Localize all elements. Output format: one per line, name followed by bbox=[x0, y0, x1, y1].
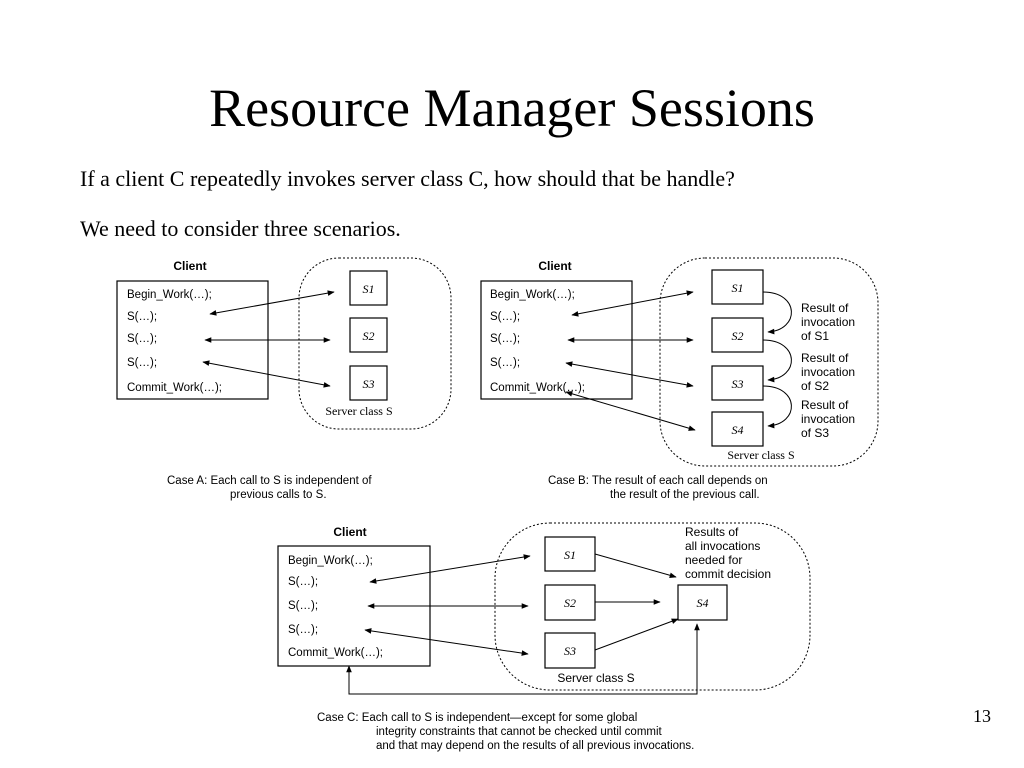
case-b-server-s2 bbox=[711, 317, 764, 353]
case-c-server-s2-label: S2 bbox=[564, 596, 576, 610]
case-c-results-note: Results of bbox=[685, 525, 739, 539]
case-c-server-s1-label: S1 bbox=[564, 548, 576, 562]
case-b-result-arrow bbox=[762, 385, 792, 429]
case-a-caption-line: previous calls to S. bbox=[230, 489, 327, 501]
case-b-result-label: Result of bbox=[801, 398, 849, 412]
case-c-server-s3-label: S3 bbox=[564, 644, 576, 658]
case-b-result-label: of S1 bbox=[801, 329, 829, 343]
case-c-client-line: Begin_Work(…); bbox=[288, 555, 373, 567]
case-c-call-arrow bbox=[364, 628, 529, 656]
case-a-server-s2 bbox=[349, 317, 388, 353]
case-a-server-s1 bbox=[349, 270, 388, 306]
case-c-client-line: Commit_Work(…); bbox=[288, 647, 383, 659]
case-a-client-line: Begin_Work(…); bbox=[127, 289, 212, 301]
case-b-server-s1 bbox=[711, 269, 764, 305]
case-b-result-label: invocation bbox=[801, 315, 855, 329]
case-a-server-s2-label: S2 bbox=[363, 329, 375, 343]
case-a-client-line: S(…); bbox=[127, 357, 157, 369]
case-b-call-arrow bbox=[571, 290, 694, 317]
case-c-results-note: all invocations bbox=[685, 539, 760, 553]
case-b-server-s3 bbox=[711, 365, 764, 401]
case-b-server-s1-label: S1 bbox=[732, 281, 744, 295]
case-a-server-s3 bbox=[349, 365, 388, 401]
case-c-server-class-boundary bbox=[494, 522, 811, 691]
case-b-result-label: invocation bbox=[801, 365, 855, 379]
case-b-result-arrow bbox=[762, 291, 792, 335]
case-c-diagram: Client Begin_Work(…); S(…); S(…); S(…); … bbox=[277, 522, 811, 752]
case-c-server-s4-label: S4 bbox=[697, 596, 709, 610]
case-b-server-class-label: Server class S bbox=[727, 448, 794, 462]
case-a-diagram: Client Begin_Work(…); S(…); S(…); S(…); … bbox=[116, 257, 452, 501]
case-a-call-arrow bbox=[202, 360, 331, 388]
case-b-diagram: Client Begin_Work(…); S(…); S(…); S(…); … bbox=[480, 257, 879, 501]
case-a-server-class-boundary bbox=[298, 257, 452, 430]
case-a-client-label: Client bbox=[173, 259, 206, 273]
case-c-server-class-label: Server class S bbox=[557, 671, 634, 685]
case-a-server-s3-label: S3 bbox=[363, 377, 375, 391]
case-a-client-line: S(…); bbox=[127, 333, 157, 345]
case-c-caption-line: integrity constraints that cannot be che… bbox=[376, 726, 663, 738]
case-c-client-line: S(…); bbox=[288, 624, 318, 636]
case-a-client-line: Commit_Work(…); bbox=[127, 382, 222, 394]
case-b-call-arrow bbox=[565, 391, 696, 431]
case-c-caption-line: and that may depend on the results of al… bbox=[376, 740, 694, 752]
case-c-results-note: commit decision bbox=[685, 567, 771, 581]
case-c-commit-arrow bbox=[346, 623, 700, 695]
case-b-server-s3-label: S3 bbox=[732, 377, 744, 391]
case-b-caption-line: the result of the previous call. bbox=[610, 489, 760, 501]
case-c-result-arrow bbox=[594, 618, 679, 651]
case-b-result-label: invocation bbox=[801, 412, 855, 426]
case-a-call-arrow bbox=[209, 290, 335, 316]
case-b-client-line: S(…); bbox=[490, 311, 520, 323]
case-a-client-line: S(…); bbox=[127, 311, 157, 323]
case-c-call-arrow bbox=[369, 554, 531, 584]
case-b-client-line: Begin_Work(…); bbox=[490, 289, 575, 301]
case-b-server-s2-label: S2 bbox=[732, 329, 744, 343]
case-b-caption-line: Case B: The result of each call depends … bbox=[548, 475, 768, 487]
page-number: 13 bbox=[973, 706, 991, 726]
case-b-call-arrow bbox=[565, 361, 694, 388]
case-c-client-label: Client bbox=[333, 525, 366, 539]
case-b-client-line: Commit_Work(…); bbox=[490, 382, 585, 394]
case-b-result-arrow bbox=[762, 339, 792, 383]
case-a-server-class-label: Server class S bbox=[325, 404, 392, 418]
case-c-client-line: S(…); bbox=[288, 600, 318, 612]
case-b-result-label: Result of bbox=[801, 301, 849, 315]
case-a-server-s1-label: S1 bbox=[363, 282, 375, 296]
case-c-results-note: needed for bbox=[685, 553, 742, 567]
case-a-caption-line: Case A: Each call to S is independent of bbox=[167, 475, 372, 487]
case-b-result-label: Result of bbox=[801, 351, 849, 365]
case-b-server-s4-label: S4 bbox=[732, 423, 744, 437]
case-b-result-label: of S3 bbox=[801, 426, 829, 440]
case-c-result-arrow bbox=[594, 553, 677, 578]
case-b-client-line: S(…); bbox=[490, 333, 520, 345]
case-c-caption-line: Case C: Each call to S is independent—ex… bbox=[317, 712, 637, 724]
case-b-client-label: Client bbox=[538, 259, 571, 273]
case-c-client-line: S(…); bbox=[288, 576, 318, 588]
body-text-question: If a client C repeatedly invokes server … bbox=[80, 166, 735, 191]
body-text-scenarios: We need to consider three scenarios. bbox=[80, 216, 401, 241]
case-b-server-s4 bbox=[711, 411, 764, 447]
case-b-client-line: S(…); bbox=[490, 357, 520, 369]
slide-title: Resource Manager Sessions bbox=[209, 78, 815, 138]
case-b-result-label: of S2 bbox=[801, 379, 829, 393]
case-c-server-s4 bbox=[677, 584, 728, 621]
